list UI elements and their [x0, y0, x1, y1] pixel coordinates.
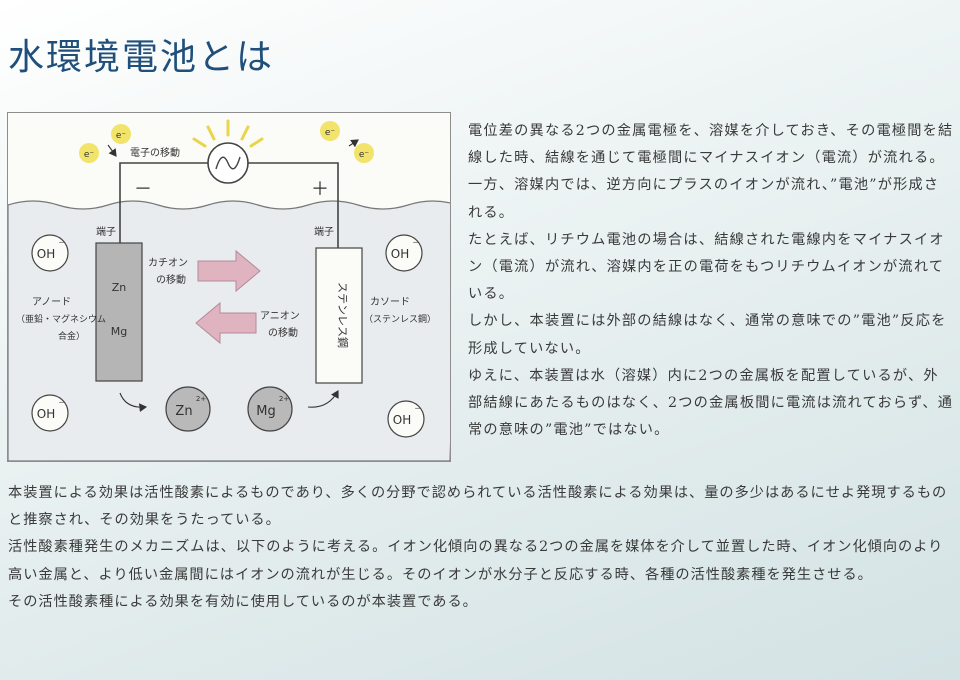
svg-text:OH: OH	[37, 247, 55, 261]
cathode-label: カソード	[370, 296, 410, 308]
magnesium-ion: Mg 2+	[247, 386, 293, 432]
hydroxide-ion: OH －	[387, 400, 425, 438]
anode-label-composition: （亜鉛・マグネシウム	[16, 313, 106, 325]
anode-electrode	[95, 242, 143, 382]
plus-sign: ＋	[311, 179, 329, 200]
svg-text:e⁻: e⁻	[325, 128, 336, 138]
light-bulb-icon	[192, 119, 264, 184]
electron-icon: e⁻	[111, 124, 131, 144]
svg-text:e⁻: e⁻	[84, 150, 95, 160]
cathode-electrode-label: ステンレス鋼	[336, 282, 350, 348]
electron-move-label: 電子の移動	[130, 146, 180, 159]
electron-arrow	[348, 139, 359, 148]
electron-icon: e⁻	[354, 143, 374, 163]
zinc-ion: Zn 2+	[165, 386, 211, 432]
anode-label: アノード	[32, 297, 71, 308]
svg-text:2+: 2+	[196, 395, 206, 403]
svg-text:OH: OH	[393, 413, 411, 427]
svg-text:2+: 2+	[279, 395, 289, 403]
svg-text:－: －	[412, 238, 420, 247]
explanation-paragraph: ゆえに、本装置は水（溶媒）内に2つの金属板を配置しているが、外部結線にあたるもの…	[468, 367, 954, 439]
terminal-label-right: 端子	[314, 225, 334, 238]
ion-release-arrow	[119, 392, 148, 413]
anion-arrow-left	[195, 301, 257, 345]
svg-text:Mg: Mg	[256, 404, 275, 419]
external-wire	[119, 162, 339, 248]
anion-move-label: アニオン	[260, 310, 300, 322]
cation-arrow-right	[197, 249, 261, 293]
hydroxide-ion: OH －	[31, 234, 69, 272]
svg-text:e⁻: e⁻	[359, 150, 370, 160]
hydroxide-ion: OH －	[31, 394, 69, 432]
cation-move-label: カチオン	[148, 257, 188, 269]
svg-text:OH: OH	[391, 247, 409, 261]
mechanism-paragraph: 活性酸素種発生のメカニズムは、以下のように考える。イオン化傾向の異なる2つの金属…	[8, 539, 944, 583]
svg-text:－: －	[58, 398, 66, 407]
anode-electrode-label-mg: Mg	[111, 325, 127, 338]
electron-icon: e⁻	[79, 143, 99, 163]
anode-label-alloy: 合金）	[58, 330, 85, 342]
hydroxide-ion: OH －	[385, 234, 423, 272]
minus-sign: －	[134, 179, 152, 200]
cation-move-label-2: の移動	[156, 273, 186, 286]
ion-flow-arrow	[307, 390, 339, 408]
electron-arrow	[107, 144, 117, 157]
cathode-electrode	[315, 247, 363, 384]
svg-text:－: －	[58, 238, 66, 247]
terminal-label-left: 端子	[96, 225, 116, 238]
electron-icon: e⁻	[320, 121, 340, 141]
water-battery-diagram: e⁻ e⁻ e⁻ e⁻ 電子の移動 － ＋ 端子 端子 Zn Mg ステンレス鋼…	[7, 112, 451, 462]
page-title: 水環境電池とは	[8, 37, 275, 78]
svg-text:OH: OH	[37, 407, 55, 421]
mechanism-paragraph: その活性酸素種による効果を有効に使用しているのが本装置である。	[8, 593, 478, 610]
cathode-label-material: （ステンレス鋼）	[364, 313, 436, 325]
anion-move-label-2: の移動	[268, 326, 298, 339]
explanation-paragraph: しかし、本装置には外部の結線はなく、通常の意味での”電池”反応を形成していない。	[468, 313, 947, 357]
explanation-text: 電位差の異なる2つの金属電極を、溶媒を介しておき、その電極間を結線した時、結線を…	[468, 118, 954, 444]
diagram-svg: e⁻ e⁻ e⁻ e⁻ 電子の移動 － ＋ 端子 端子 Zn Mg ステンレス鋼…	[8, 119, 450, 461]
explanation-paragraph: たとえば、リチウム電池の場合は、結線された電線内をマイナスイオン（電流）が流れ、…	[468, 231, 945, 303]
anode-electrode-label-zn: Zn	[112, 281, 127, 294]
svg-text:Zn: Zn	[175, 404, 192, 419]
mechanism-text: 本装置による効果は活性酸素によるものであり、多くの分野で認められている活性酸素に…	[8, 480, 956, 616]
mechanism-paragraph: 本装置による効果は活性酸素によるものであり、多くの分野で認められている活性酸素に…	[8, 485, 948, 529]
svg-text:－: －	[414, 404, 422, 413]
explanation-paragraph: 電位差の異なる2つの金属電極を、溶媒を介しておき、その電極間を結線した時、結線を…	[468, 123, 954, 221]
svg-text:e⁻: e⁻	[116, 131, 127, 141]
